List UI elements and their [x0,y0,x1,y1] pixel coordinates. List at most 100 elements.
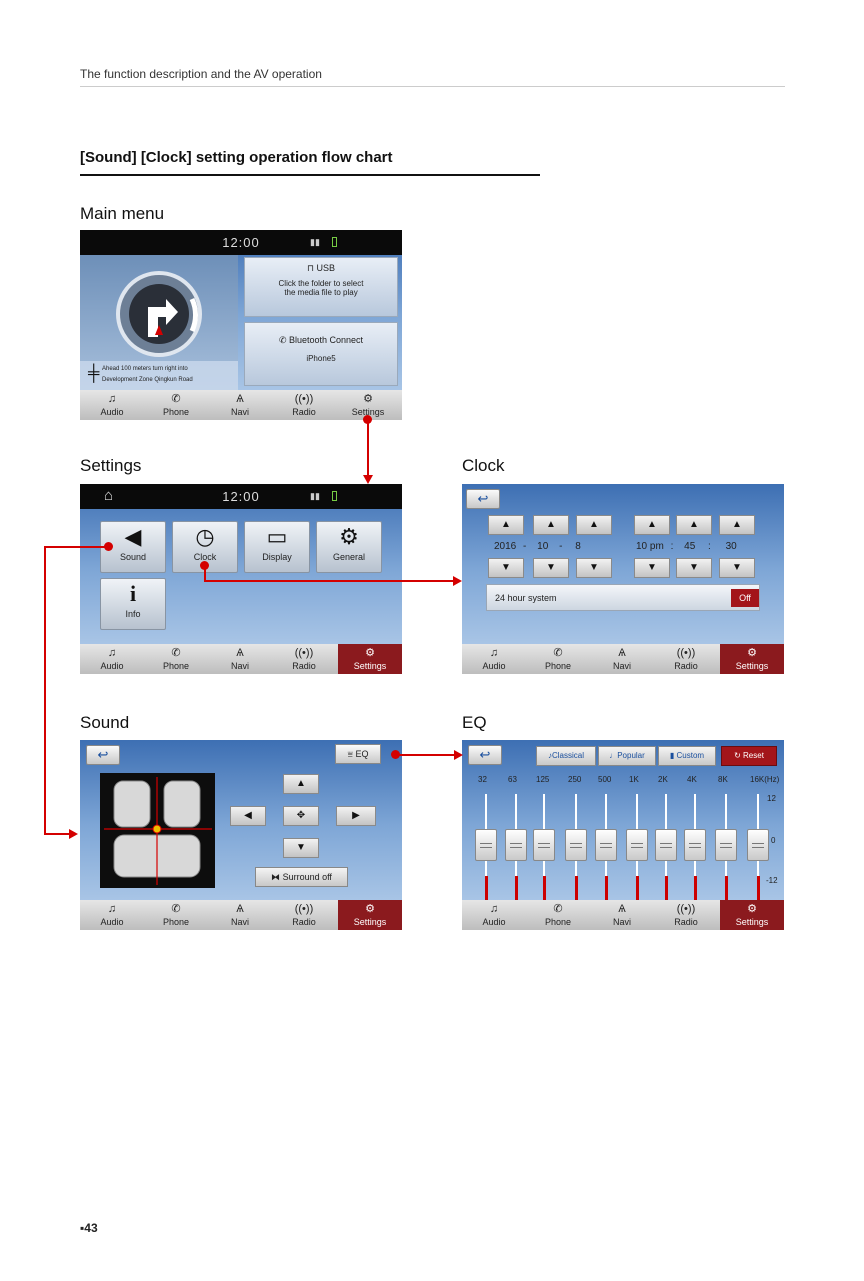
nav-phone[interactable]: ✆Phone [526,900,590,930]
arrowhead-right [454,750,463,760]
month-down-button[interactable]: ▼ [533,558,569,578]
nav-label: Phone [162,661,190,671]
page-bullet-icon: ▪ [80,1221,85,1235]
navi-hint-line1: Ahead 100 meters turn right into [102,366,188,372]
eq-slider-knob[interactable] [533,829,555,861]
down-arrow-icon: ▼ [732,562,742,573]
tile-label: Info [125,609,141,619]
navi-widget[interactable]: ╪ Ahead 100 meters turn right into Devel… [80,255,238,390]
nav-settings[interactable]: ⚙Settings [336,390,400,420]
reset-button[interactable]: ↻ Reset [721,746,777,766]
date-sep: - [523,541,527,552]
up-arrow-icon: ▲ [732,519,742,530]
day-up-button[interactable]: ▲ [576,515,612,535]
nav-settings[interactable]: ⚙Settings [338,900,402,930]
nav-audio[interactable]: ♫Audio [80,644,144,674]
minute-up-button[interactable]: ▲ [676,515,712,535]
balance-down-button[interactable]: ▼ [283,838,319,858]
eq-slider-knob[interactable] [565,829,587,861]
eq-slider-knob[interactable] [684,829,706,861]
nav-label: Navi [230,917,249,927]
year-down-button[interactable]: ▼ [488,558,524,578]
preset-popular-button[interactable]: ♩Popular [598,746,656,766]
month-up-button[interactable]: ▲ [533,515,569,535]
eq-slider-knob[interactable] [747,829,769,861]
surround-button[interactable]: ⧓ Surround off [255,867,348,887]
back-button[interactable]: ↩ [86,745,120,765]
header-divider [80,86,785,87]
seat-map[interactable] [100,773,215,888]
usb-card[interactable]: ⊓ USB Click the folder to select the med… [244,257,398,317]
hour-down-button[interactable]: ▼ [634,558,670,578]
second-down-button[interactable]: ▼ [719,558,755,578]
eq-slider-knob[interactable] [595,829,617,861]
hour-system-row[interactable]: 24 hour system Off [486,584,760,611]
day-down-button[interactable]: ▼ [576,558,612,578]
nav-label: Radio [674,661,698,671]
tile-label: Sound [119,552,147,562]
back-button[interactable]: ↩ [466,489,500,509]
nav-radio[interactable]: ((•))Radio [272,644,336,674]
month-value: 10 [537,541,549,552]
preset-custom-button[interactable]: ▮ Custom [658,746,716,766]
nav-label: Navi [612,917,631,927]
tile-label: Display [262,552,292,562]
up-arrow-icon: ▲ [647,519,657,530]
nav-radio[interactable]: ((•))Radio [272,390,336,420]
nav-radio[interactable]: ((•))Radio [654,900,718,930]
hour-system-toggle[interactable]: Off [731,589,759,607]
nav-phone[interactable]: ✆Phone [144,390,208,420]
phone-icon: ✆ [171,393,181,405]
nav-settings[interactable]: ⚙Settings [720,900,784,930]
eq-sliders-icon: ⩸ [347,749,356,759]
year-value: 2016 [494,541,517,552]
year-up-button[interactable]: ▲ [488,515,524,535]
eq-button[interactable]: ⩸ EQ [335,744,381,764]
nav-phone[interactable]: ✆Phone [144,644,208,674]
nav-phone[interactable]: ✆Phone [144,900,208,930]
nav-label: Navi [230,407,249,417]
balance-left-button[interactable]: ◀ [230,806,266,826]
eq-slider-knob[interactable] [626,829,648,861]
nav-audio[interactable]: ♫Audio [80,390,144,420]
balance-right-button[interactable]: ▶ [336,806,376,826]
nav-settings[interactable]: ⚙Settings [338,644,402,674]
nav-audio[interactable]: ♫Audio [462,644,526,674]
eq-slider-knob[interactable] [475,829,497,861]
nav-radio[interactable]: ((•))Radio [272,900,336,930]
nav-label: Audio [100,407,124,417]
eq-slider-knob[interactable] [505,829,527,861]
eq-slider-knob[interactable] [715,829,737,861]
eq-slider-knob[interactable] [655,829,677,861]
nav-navi[interactable]: Ѧ Navi [208,390,272,420]
nav-radio[interactable]: ((•))Radio [654,644,718,674]
bluetooth-card[interactable]: ✆ Bluetooth Connect iPhone5 [244,322,398,386]
nav-audio[interactable]: ♫Audio [80,900,144,930]
nav-settings[interactable]: ⚙Settings [720,644,784,674]
nav-audio[interactable]: ♫Audio [462,900,526,930]
hour-up-button[interactable]: ▲ [634,515,670,535]
tile-general[interactable]: ⚙General [316,521,382,573]
minute-down-button[interactable]: ▼ [676,558,712,578]
label-clock: Clock [462,456,505,475]
connector-clock-h [204,580,454,582]
tile-label: General [332,552,366,562]
nav-phone[interactable]: ✆Phone [526,644,590,674]
preset-classical-button[interactable]: ♪Classical [536,746,596,766]
navi-icon: Ѧ [236,393,244,405]
home-icon[interactable]: ⌂ [104,487,114,504]
tile-display[interactable]: ▭Display [244,521,310,573]
second-up-button[interactable]: ▲ [719,515,755,535]
balance-center-button[interactable]: ✥ [283,806,319,826]
balance-up-button[interactable]: ▲ [283,774,319,794]
battery-icon [332,237,337,247]
music-note-icon: ♫ [107,903,117,915]
back-arrow-icon: ↩ [477,491,489,506]
back-button[interactable]: ↩ [468,745,502,765]
music-note-icon: ♫ [489,903,499,915]
